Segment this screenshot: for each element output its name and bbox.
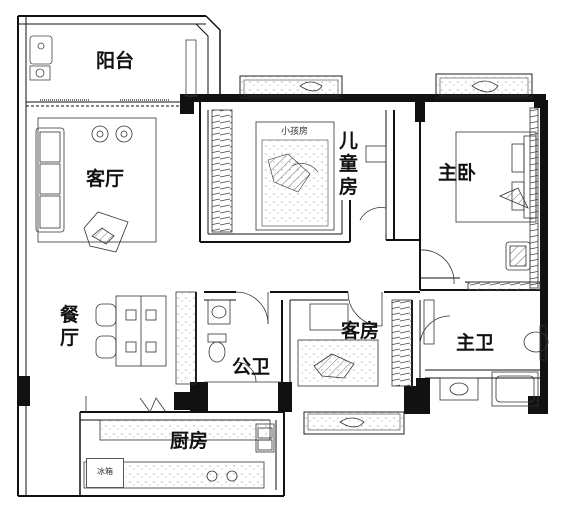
room-label-dining-room: 餐厅: [60, 304, 80, 349]
room-label-master-bath: 主卫: [456, 332, 495, 354]
dining-furniture: [95, 291, 197, 385]
room-label-living-room: 客厅: [86, 168, 125, 190]
balcony-fixtures: [29, 35, 197, 101]
kids-room-sign: 小孩房: [281, 125, 308, 137]
living-room-furniture: [35, 117, 157, 253]
door-swings: [235, 207, 455, 383]
master-bedroom-furniture: [455, 107, 541, 291]
room-label-public-bath: 公卫: [232, 356, 271, 378]
wall-blocks: [18, 94, 548, 414]
fridge-label: 冰箱: [86, 458, 124, 488]
master-bath-fixtures: [423, 299, 549, 407]
room-label-master-bedroom: 主卧: [438, 162, 477, 184]
bay-window-master: [435, 73, 533, 99]
outer-walls: [17, 15, 284, 497]
guest-room-furniture: [297, 299, 413, 387]
room-label-balcony: 阳台: [96, 50, 135, 72]
room-label-kids-room: 儿童房: [339, 130, 359, 198]
kids-room-furniture: [211, 109, 387, 233]
room-label-guest-room: 客房: [341, 320, 380, 342]
bay-window-guest: [303, 411, 405, 435]
bay-window-kids: [239, 75, 343, 99]
room-label-kitchen: 厨房: [170, 430, 209, 452]
public-bath-fixtures: [204, 299, 282, 383]
